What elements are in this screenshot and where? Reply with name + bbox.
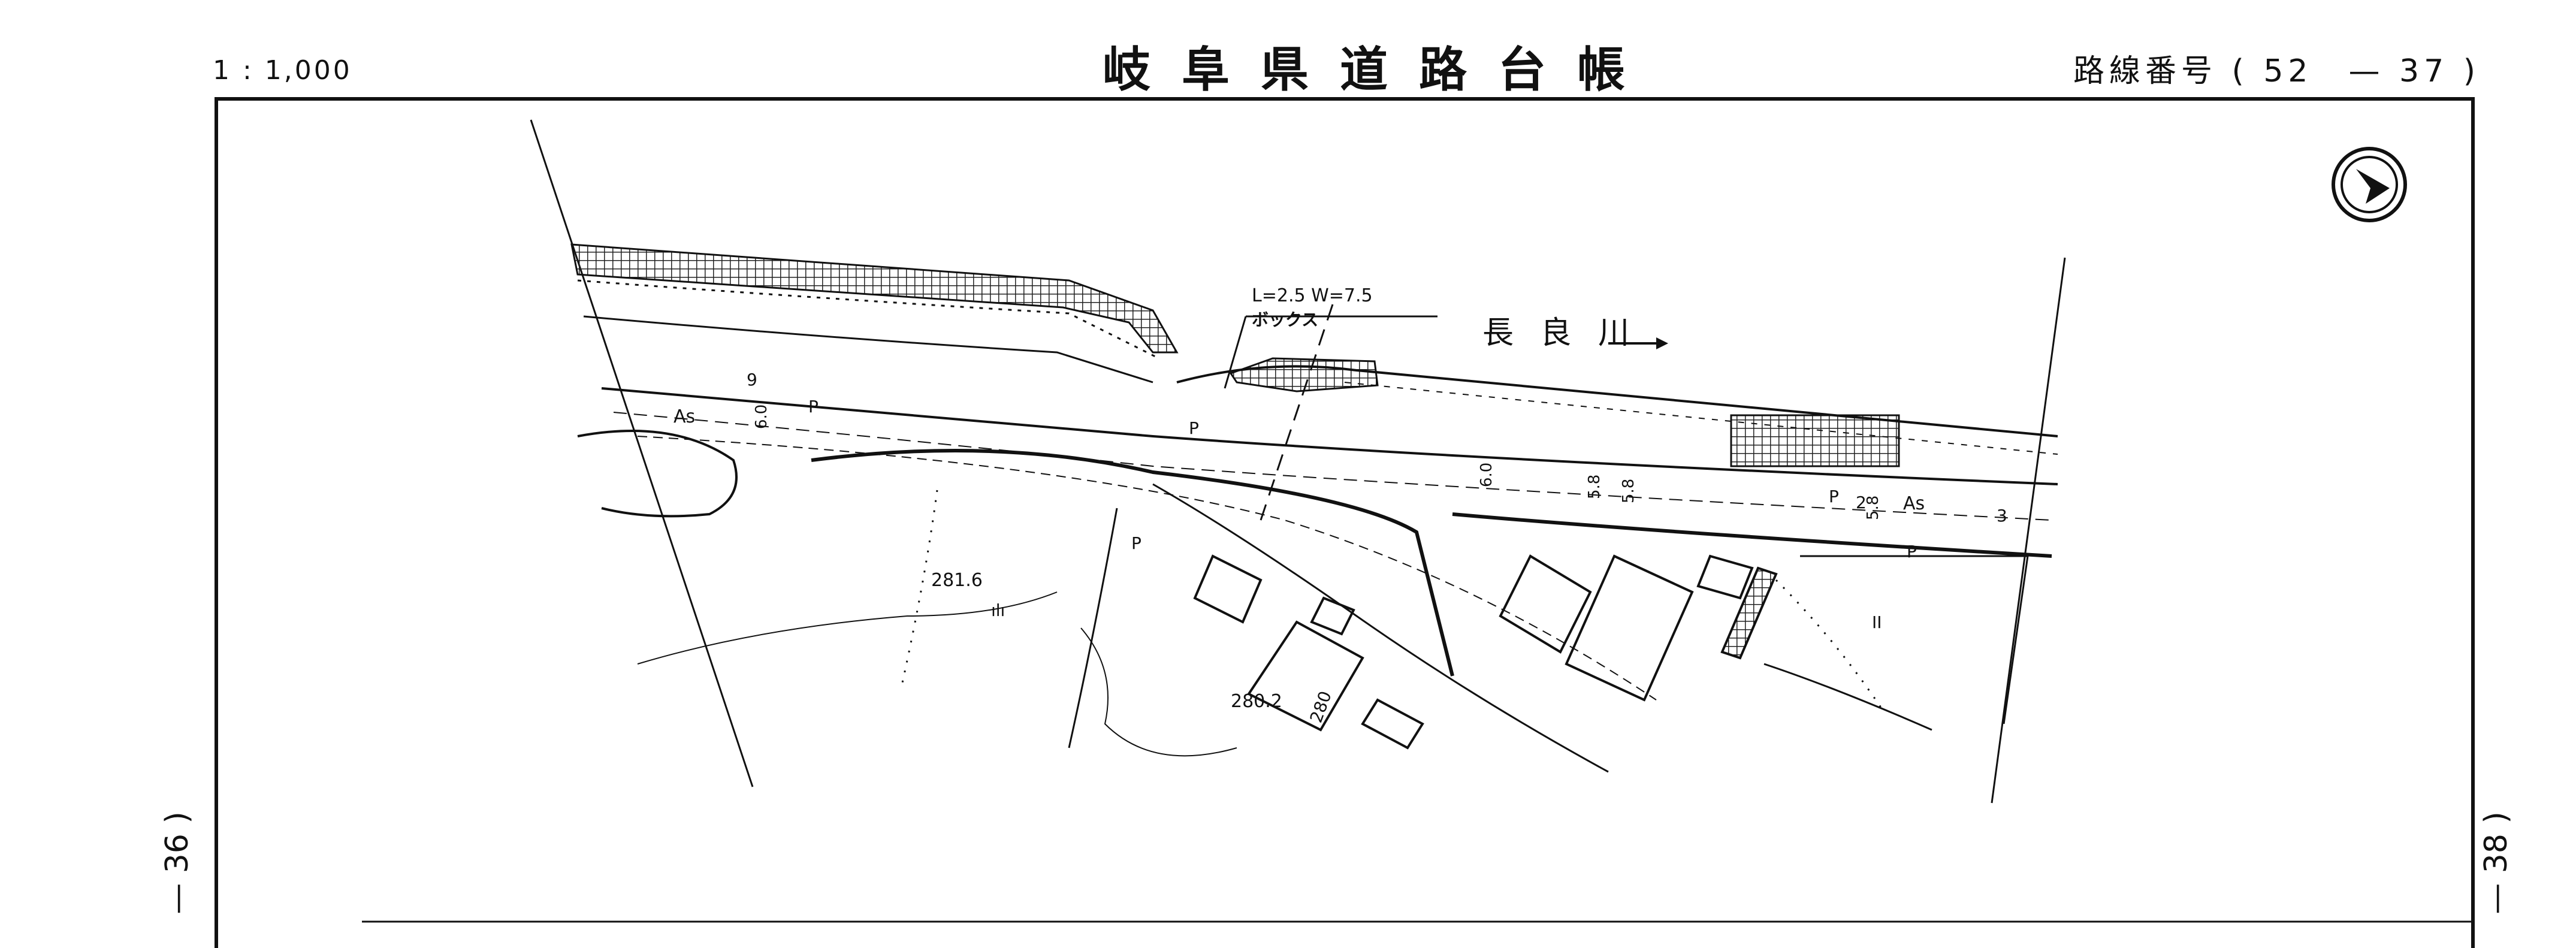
building [1696, 554, 1754, 600]
width-label: 5.8 [1620, 479, 1638, 503]
pavement-label: As [674, 406, 695, 427]
elevation-label: 280.2 [1231, 691, 1282, 712]
marker-label: 3 [1997, 506, 2007, 526]
contour-label: 280 [1306, 689, 1336, 726]
slope-line-upper [577, 279, 1159, 360]
marker-label: P [1829, 487, 1839, 506]
side-road-2 [1068, 508, 1118, 748]
orchard-symbol: ılı [991, 600, 1005, 620]
road-map: 長 良 川 L=2.5 W=7.5 ボックス 281.6 280.2 280 A… [362, 119, 2471, 923]
river-name: 長 良 川 [1482, 315, 1638, 351]
old-road-dashed [637, 436, 1657, 701]
revetment-hatch-left [570, 243, 1179, 354]
sheet-boundary-right [1991, 257, 2066, 804]
culvert-leader [1224, 316, 1247, 389]
building [1720, 566, 1778, 660]
map-scale: 1 : 1,000 [213, 55, 352, 86]
route-number: 路線番号 ( 52 — 37 ) [2073, 46, 2480, 90]
marker-label: P [1131, 533, 1141, 553]
map-frame: 長 良 川 L=2.5 W=7.5 ボックス 281.6 280.2 280 A… [215, 97, 2475, 948]
marker-label: P [808, 397, 819, 416]
marker-label: 2 [1856, 493, 1867, 512]
width-label: 6.0 [753, 404, 771, 429]
elevation-label: 281.6 [931, 570, 983, 591]
slope-line-lower [583, 315, 1153, 384]
previous-page-number: — 36 ) [159, 811, 195, 914]
culvert-type: ボックス [1252, 310, 1318, 330]
page-title: 岐阜県道路台帳 [1103, 42, 1656, 98]
marker-label: P [1189, 418, 1199, 438]
next-page-number: — 38 ) [2478, 811, 2514, 914]
contour-dotted [1775, 579, 1885, 712]
building [1310, 596, 1355, 636]
width-label: 5.8 [1864, 496, 1882, 520]
road-edge-south [811, 449, 1454, 677]
sheet-boundary-left [530, 119, 754, 787]
road-edge-north [601, 387, 2058, 485]
width-label: 5.8 [1586, 475, 1603, 499]
route-value: ( 52 — 37 ) [2231, 53, 2480, 89]
culvert-dashed [1260, 304, 1334, 521]
pavement-label: As [1903, 493, 1925, 514]
building [1361, 698, 1424, 750]
route-label: 路線番号 [2073, 53, 2217, 89]
side-road [1152, 483, 1609, 773]
marker-label: P [1907, 542, 1917, 561]
boundary-line [1800, 555, 2029, 724]
road-edge-south-right [1452, 512, 2052, 558]
river-bank-line [1176, 365, 2058, 437]
contour-line [1080, 627, 1237, 757]
revetment-hatch-right [1730, 414, 1900, 467]
culvert-dimensions: L=2.5 W=7.5 [1252, 285, 1373, 306]
contour-line [637, 591, 1058, 665]
building [1565, 554, 1694, 702]
river-bank-dashed [1344, 382, 2058, 455]
road-centerline [613, 412, 2052, 521]
river-flow-arrowhead [1656, 337, 1668, 349]
fence-line [1763, 663, 1932, 731]
width-label: 6.0 [1478, 463, 1496, 487]
marker-label: 9 [747, 370, 757, 390]
building [1499, 554, 1592, 654]
farm-symbol: II [1872, 612, 1882, 632]
building [1193, 554, 1263, 624]
north-arrow-icon [2332, 147, 2407, 222]
building [1247, 620, 1364, 732]
junction-island [577, 430, 738, 518]
revetment-hatch-center [1229, 357, 1379, 393]
